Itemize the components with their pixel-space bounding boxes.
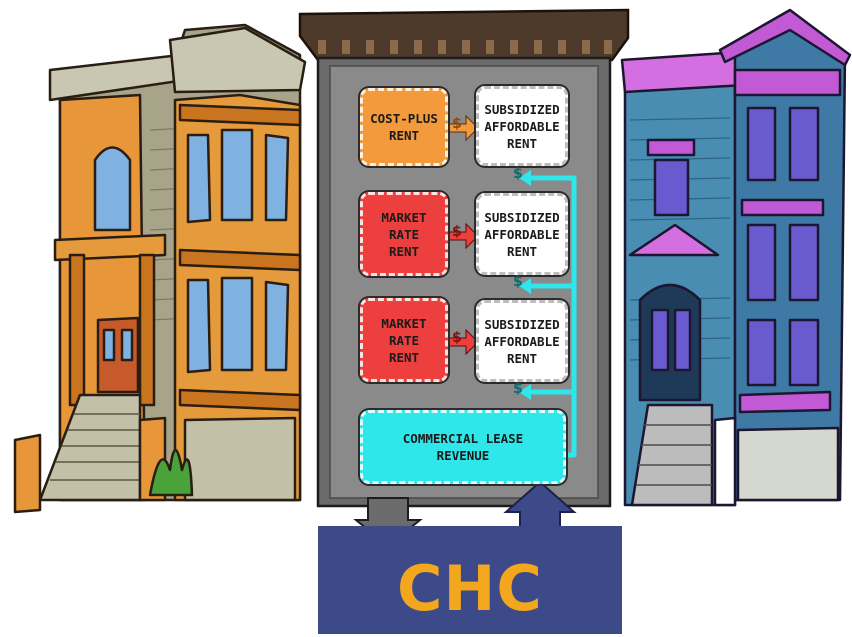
dollar-sign-cost-plus: $ xyxy=(452,116,462,132)
dollar-sign-market-1: $ xyxy=(452,224,462,240)
commercial-lease-revenue-box: COMMERCIAL LEASE REVENUE xyxy=(360,410,566,484)
market-rate-rent-box-1: MARKET RATE RENT xyxy=(360,192,448,276)
left-victorian-building xyxy=(15,25,305,512)
market-rate-rent-box-2: MARKET RATE RENT xyxy=(360,298,448,382)
dollar-sign-lease-2: $ xyxy=(513,274,523,290)
right-victorian-building xyxy=(622,10,850,505)
dollar-sign-lease-1: $ xyxy=(513,166,523,182)
subsidized-affordable-rent-box-1: SUBSIDIZED AFFORDABLE RENT xyxy=(476,86,568,166)
dollar-sign-market-2: $ xyxy=(452,330,462,346)
cost-plus-rent-box: COST-PLUS RENT xyxy=(360,88,448,166)
chc-label: CHC xyxy=(318,548,622,628)
subsidized-affordable-rent-box-2: SUBSIDIZED AFFORDABLE RENT xyxy=(476,193,568,275)
dollar-sign-lease-3: $ xyxy=(513,381,523,397)
subsidized-affordable-rent-box-3: SUBSIDIZED AFFORDABLE RENT xyxy=(476,300,568,382)
